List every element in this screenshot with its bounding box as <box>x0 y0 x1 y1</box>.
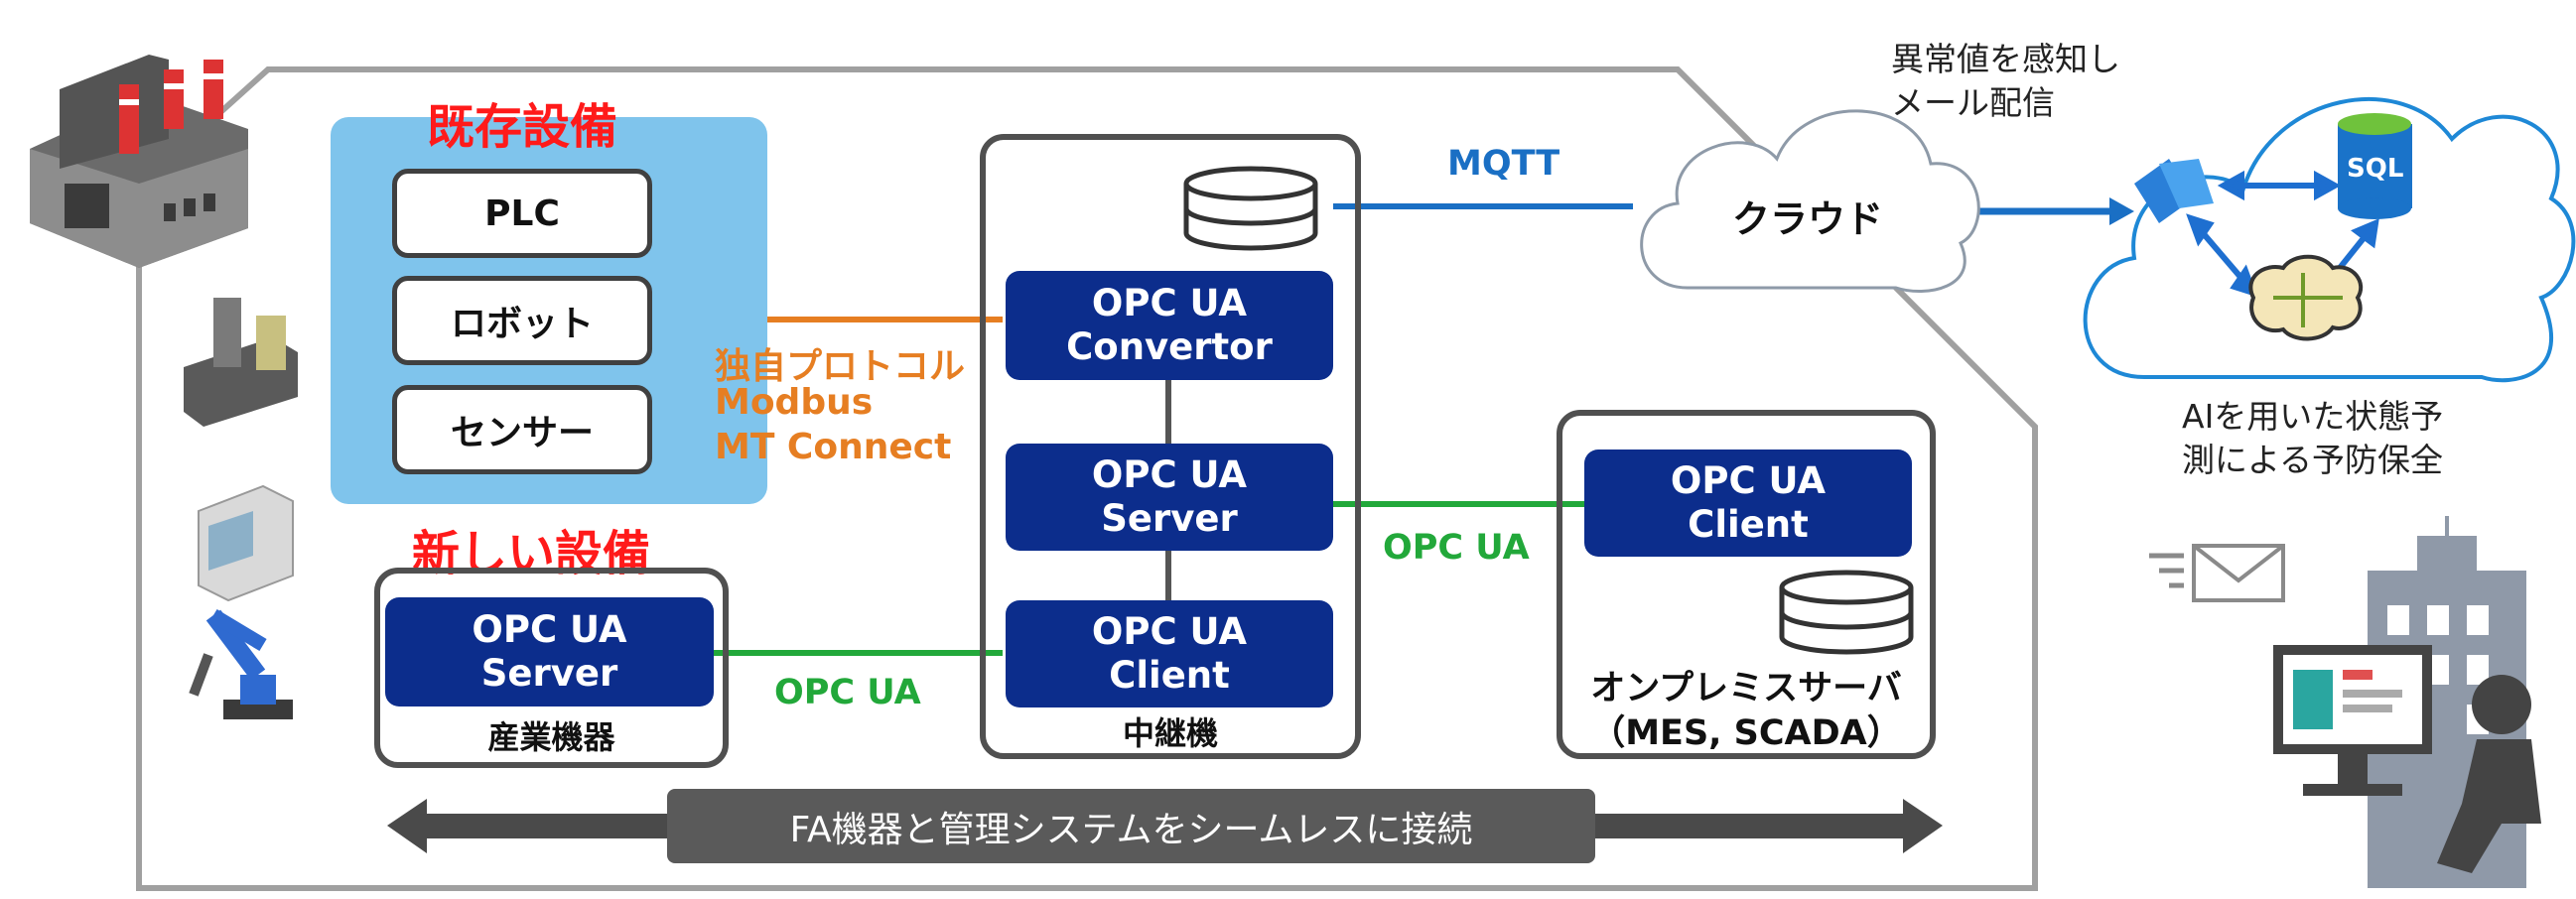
relay-server-line1: OPC UA <box>1091 453 1248 496</box>
azure-cloud-shape <box>2083 96 2576 383</box>
relay-frame <box>980 134 1361 759</box>
relay-opcua-server: OPC UA Server <box>1006 444 1333 551</box>
protocol-modbus: Modbus <box>715 382 874 423</box>
new-equipment-opcua-server: OPC UA Server <box>385 597 714 706</box>
alert-line2: メール配信 <box>1891 83 2055 122</box>
banner: FA機器と管理システムをシームレスに接続 <box>667 789 1595 863</box>
new-server-line2: Server <box>480 652 618 695</box>
relay-server-line2: Server <box>1101 497 1238 540</box>
new-server-line1: OPC UA <box>472 608 627 651</box>
robot-box: ロボット <box>392 276 652 365</box>
email-icon <box>2149 544 2285 602</box>
onprem-client-line1: OPC UA <box>1670 459 1827 502</box>
opcua-new-label: OPC UA <box>774 673 921 712</box>
relay-client-line1: OPC UA <box>1091 610 1248 653</box>
new-equipment-caption: 産業機器 <box>487 718 615 756</box>
new-equipment-frame <box>374 568 729 768</box>
protocol-proprietary: 独自プロトコル <box>715 346 966 387</box>
convertor-line1: OPC UA <box>1091 282 1248 324</box>
office-worker-icon <box>2273 516 2541 888</box>
sql-label: SQL <box>2347 154 2404 184</box>
mqtt-label: MQTT <box>1447 144 1560 184</box>
relay-database-icon <box>1181 164 1320 253</box>
banner-right-arrow <box>1595 799 1943 853</box>
cnc-machine-icon <box>198 484 294 602</box>
onprem-database-icon <box>1777 568 1916 657</box>
banner-text: FA機器と管理システムをシームレスに接続 <box>789 809 1473 850</box>
opcua-onprem-label: OPC UA <box>1383 528 1530 568</box>
existing-equipment-title: 既存設備 <box>427 99 618 155</box>
protocol-mtconnect: MT Connect <box>715 427 952 467</box>
banner-left-arrow <box>387 799 667 853</box>
ai-brain-icon <box>2248 254 2364 341</box>
relay-caption: 中継機 <box>1122 714 1218 752</box>
onprem-frame <box>1557 410 1936 759</box>
database-cylinder-2 <box>1779 570 1914 655</box>
analytics-icon <box>2134 159 2214 223</box>
plc-box: PLC <box>392 169 652 258</box>
relay-opcua-client: OPC UA Client <box>1006 600 1333 707</box>
ai-line2: 測による予防保全 <box>2182 441 2444 479</box>
relay-client-line2: Client <box>1109 654 1230 697</box>
onprem-client-line2: Client <box>1688 503 1809 546</box>
ai-line1: AIを用いた状態予 <box>2182 397 2444 436</box>
sensor-box: センサー <box>392 385 652 474</box>
cloud-label: クラウド <box>1732 197 1884 241</box>
robot-arm-icon <box>189 608 293 719</box>
database-cylinder <box>1183 166 1318 251</box>
onprem-caption-line1: オンプレミスサーバ <box>1590 669 1902 708</box>
injection-machine-icon <box>184 298 298 427</box>
convertor-line2: Convertor <box>1066 325 1273 368</box>
factory-icon <box>30 55 248 268</box>
opcua-convertor: OPC UA Convertor <box>1006 271 1333 380</box>
cloud-shape <box>1640 109 1980 294</box>
sql-database-icon <box>2338 113 2412 219</box>
onprem-caption-line2: （MES, SCADA） <box>1590 713 1902 753</box>
alert-line1: 異常値を感知し <box>1891 40 2120 78</box>
onprem-opcua-client: OPC UA Client <box>1584 450 1912 557</box>
